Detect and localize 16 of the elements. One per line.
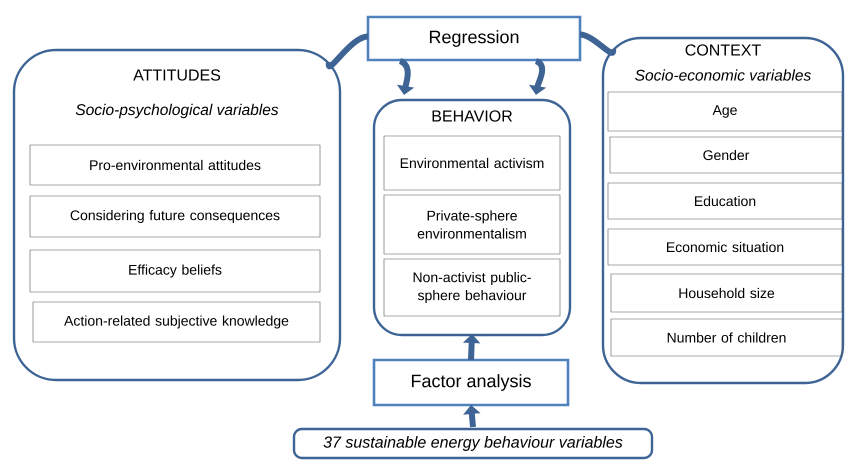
variable-box: Gender (610, 136, 842, 174)
variable-box: Pro-environmental attitudes (30, 144, 320, 186)
variable-box: Considering future consequences (30, 196, 320, 238)
variable-box: Number of children (610, 318, 842, 356)
variable-box: Non-activist public-sphere behaviour (384, 258, 560, 316)
method-box: Factor analysis (372, 358, 570, 406)
variable-box: Private-sphere environmentalism (384, 194, 560, 254)
source-box: 37 sustainable energy behaviour variables (292, 428, 654, 460)
variable-box: Action-related subjective knowledge (32, 302, 320, 342)
variable-box: Age (608, 92, 842, 132)
method-box: Regression (366, 16, 582, 62)
variable-box: Efficacy beliefs (30, 250, 320, 292)
variable-box: Household size (610, 274, 842, 312)
variable-box: Environmental activism (384, 136, 560, 190)
variable-box: Economic situation (608, 228, 842, 266)
variable-box: Education (608, 182, 842, 220)
